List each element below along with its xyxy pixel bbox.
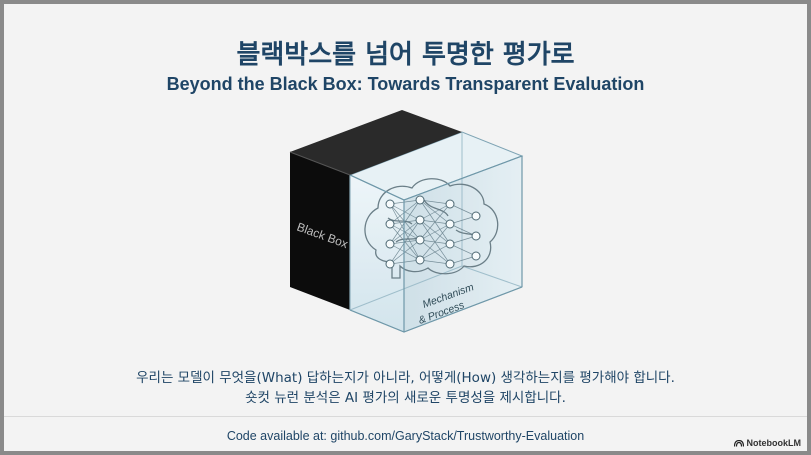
brand-watermark: NotebookLM bbox=[733, 438, 802, 448]
caption-line-1: 우리는 모델이 무엇을(What) 답하는지가 아니라, 어떻게(How) 생각… bbox=[136, 370, 675, 386]
glass-front-edges bbox=[349, 155, 523, 333]
footer-divider bbox=[4, 416, 807, 417]
box-diagram: Black Box Mechanism & Process bbox=[289, 110, 524, 333]
code-link-text: Code available at: github.com/GaryStack/… bbox=[226, 429, 585, 443]
slide-title: 블랙박스를 넘어 투명한 평가로 bbox=[236, 40, 575, 70]
slide: 블랙박스를 넘어 투명한 평가로 Beyond the Black Box: T… bbox=[4, 4, 807, 451]
glass-front-face bbox=[349, 174, 405, 333]
glass-back-bottom-edge bbox=[461, 265, 523, 288]
black-box: Black Box bbox=[289, 110, 462, 310]
slide-subtitle: Beyond the Black Box: Towards Transparen… bbox=[166, 74, 645, 94]
neural-network bbox=[385, 195, 481, 269]
brand-name: NotebookLM bbox=[746, 438, 802, 448]
caption-line-2: 숏컷 뉴런 분석은 AI 평가의 새로운 투명성을 제시합니다. bbox=[245, 390, 566, 406]
black-box-top-face bbox=[290, 110, 462, 175]
black-box-front-face bbox=[290, 152, 350, 310]
notebooklm-logo-icon bbox=[733, 439, 744, 447]
